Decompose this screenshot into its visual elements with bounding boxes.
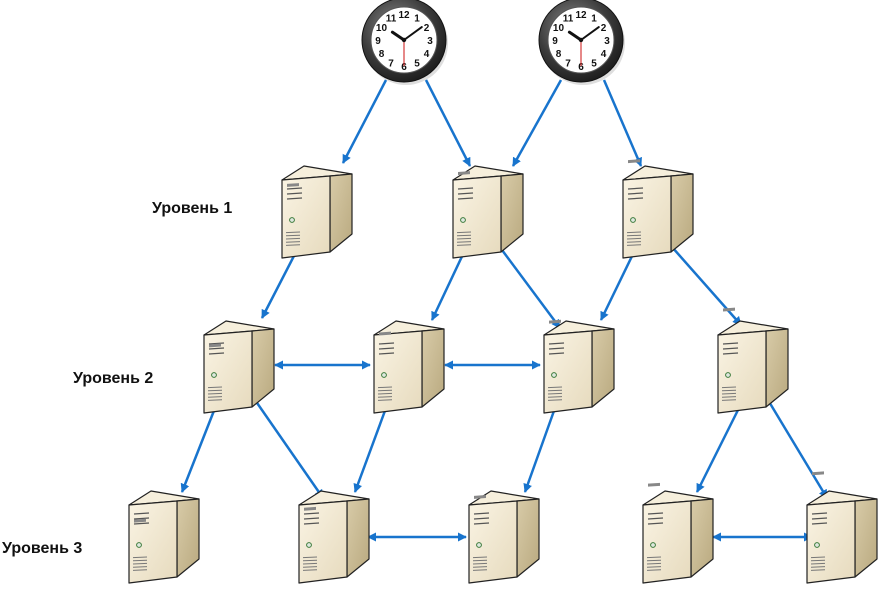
clock-2-numeral: 4	[601, 49, 607, 60]
server-icon-s2-1	[203, 320, 275, 414]
links-layer	[180, 79, 829, 542]
arrow-clock-1-to-s1-1	[341, 79, 388, 164]
server-icon-s3-5	[806, 471, 878, 584]
clock-2-numeral: 5	[591, 59, 597, 70]
server-icon-s3-1	[128, 490, 200, 584]
level-3-label: Уровень 3	[2, 540, 83, 557]
arrow-s2-1-to-s3-1	[180, 402, 219, 493]
arrow-s1-1-to-s2-1	[260, 251, 298, 319]
clock-1-numeral: 6	[401, 62, 407, 73]
clock-2-numeral: 8	[556, 49, 562, 60]
server-icon-s2-3	[543, 319, 615, 414]
clock-2-numeral: 1	[591, 13, 597, 24]
clock-2-numeral: 9	[552, 36, 558, 47]
clock-1-numeral: 10	[376, 23, 388, 34]
clock-1-numeral: 3	[427, 36, 433, 47]
clock-2-numeral: 6	[578, 62, 584, 73]
clock-1-numeral: 11	[386, 13, 397, 24]
arrow-clock-2-to-s1-2	[511, 79, 563, 167]
clock-1-numeral: 2	[424, 23, 430, 34]
clock-2-numeral: 11	[563, 13, 574, 24]
clock-2-numeral: 2	[601, 23, 607, 34]
arrow-s2-4-to-s3-5	[766, 399, 829, 499]
level-1-label: Уровень 1	[152, 200, 233, 217]
server-icon-s1-2	[452, 165, 524, 259]
server-icon-s1-3	[622, 159, 694, 259]
arrow-clock-1-to-s1-2	[424, 79, 472, 167]
arrow-s2-2-to-s3-2	[353, 407, 388, 493]
server-icon-s2-2	[373, 320, 445, 414]
server-icon-s1-1	[281, 165, 353, 259]
clock-1-numeral: 12	[398, 10, 410, 21]
clock-1-numeral: 1	[414, 13, 420, 24]
server-icon-s3-4	[642, 482, 714, 584]
clock-2-numeral: 12	[575, 10, 587, 21]
clock-1-numeral: 4	[424, 49, 430, 60]
clock-2-numeral: 3	[604, 36, 610, 47]
clock-2-numeral: 10	[553, 23, 565, 34]
arrow-s2-4-to-s3-4	[695, 409, 740, 493]
clock-1-numeral: 7	[388, 59, 394, 70]
arrow-clock-2-to-s1-3	[602, 79, 643, 167]
server-icon-s3-3	[468, 490, 540, 584]
arrow-s1-3-to-s2-3	[599, 251, 636, 321]
clock-1-numeral: 5	[414, 59, 420, 70]
server-icon-s3-2	[298, 490, 370, 584]
arrow-s1-2-to-s2-3	[500, 249, 562, 329]
clock-1-numeral: 8	[379, 49, 385, 60]
clock-2-numeral: 7	[565, 59, 571, 70]
clock-1-numeral: 9	[375, 36, 381, 47]
arrow-s1-3-to-s2-4	[671, 246, 742, 326]
arrow-s2-3-to-s3-3	[523, 407, 557, 493]
level-2-label: Уровень 2	[73, 370, 154, 387]
arrow-s2-1-to-s3-2	[253, 399, 325, 499]
arrow-s1-2-to-s2-2	[430, 249, 467, 321]
server-icon-s2-4	[717, 307, 789, 414]
